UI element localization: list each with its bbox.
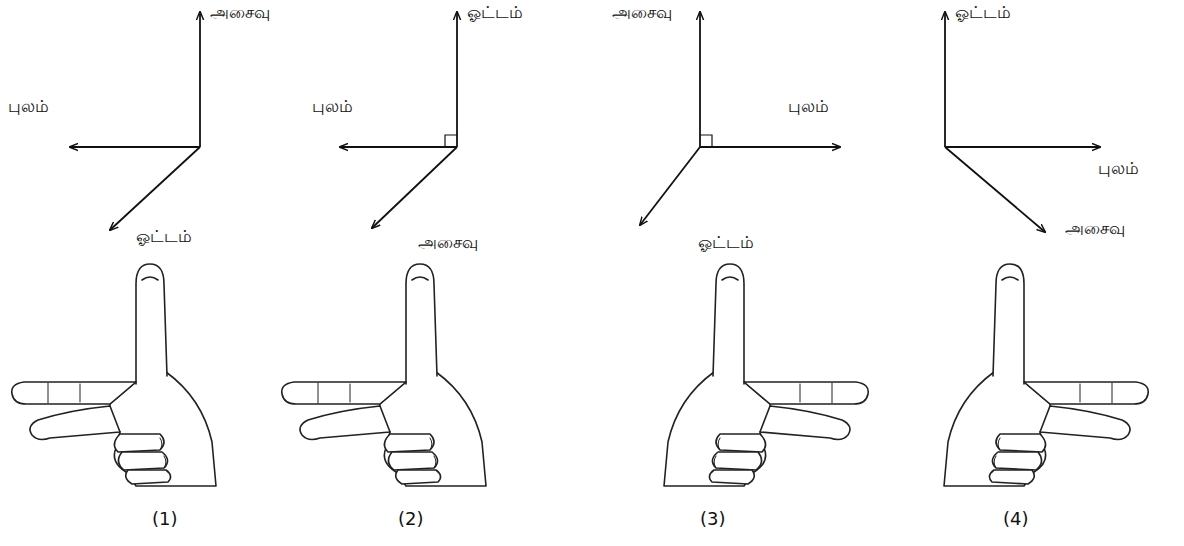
axis-label: புலம் xyxy=(8,96,49,116)
field-arrow xyxy=(70,146,200,148)
current-arrow xyxy=(456,12,458,147)
right-angle-mark xyxy=(445,135,457,147)
axis-label: ஓட்டம் xyxy=(955,2,1011,22)
motion-arrow xyxy=(372,147,457,228)
axis-label: அசைவு xyxy=(210,2,270,22)
axis-label: புலம் xyxy=(788,96,829,116)
hand-drawing xyxy=(282,264,486,486)
axis-label: ஓட்டம் xyxy=(698,232,754,252)
field-arrow xyxy=(945,146,1100,148)
figure-number: (3) xyxy=(700,508,726,530)
axis-label: ஓட்டம் xyxy=(467,2,523,22)
hand-drawing xyxy=(12,264,216,486)
current-arrow xyxy=(640,147,700,225)
figure-number: (2) xyxy=(398,508,424,530)
current-arrow xyxy=(110,147,200,230)
motion-arrow xyxy=(945,147,1045,232)
figure-number: (1) xyxy=(152,508,178,530)
field-arrow xyxy=(340,146,457,148)
field-arrow xyxy=(700,146,840,148)
axis-label: ஓட்டம் xyxy=(136,226,192,246)
axis-arrows xyxy=(70,12,1100,232)
axis-label: அசைவு xyxy=(1065,218,1125,238)
current-arrow xyxy=(944,12,946,147)
axis-label: அசைவு xyxy=(418,232,478,252)
hand-drawing xyxy=(664,264,868,486)
axis-label: புலம் xyxy=(1098,158,1139,178)
axis-label: அசைவு xyxy=(612,2,672,22)
motion-arrow xyxy=(699,12,701,147)
right-angle-mark xyxy=(700,135,712,147)
hand-drawing xyxy=(944,264,1148,486)
axis-label: புலம் xyxy=(312,96,353,116)
figure-number: (4) xyxy=(1003,508,1029,530)
motion-arrow xyxy=(199,12,201,147)
